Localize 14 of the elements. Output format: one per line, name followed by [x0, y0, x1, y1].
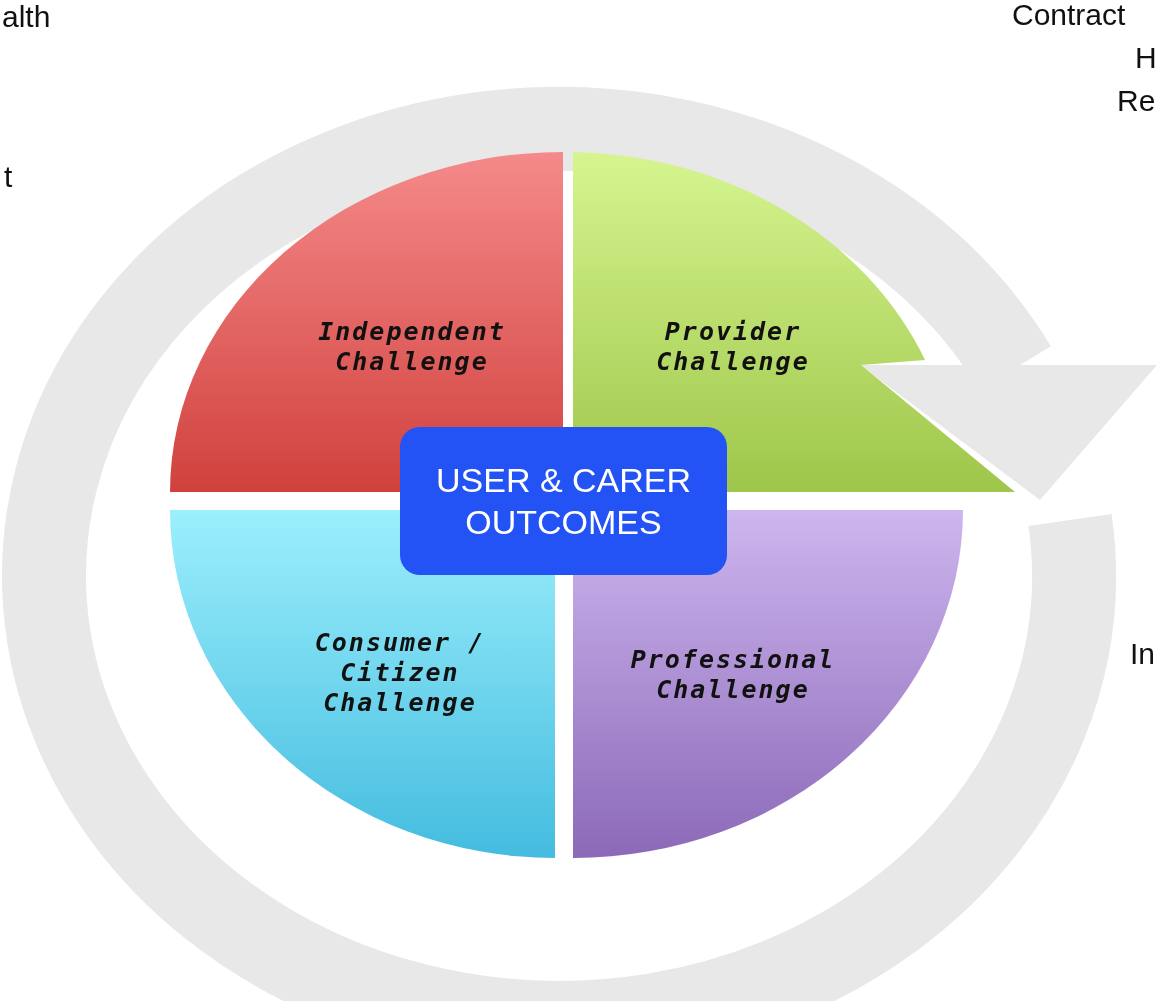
- outcome-box: [400, 427, 727, 575]
- cut-off-label: alth: [2, 0, 51, 34]
- outcome-label: USER & CARER OUTCOMES: [434, 460, 693, 543]
- segment-label: Consumer / Citizen Challenge: [313, 628, 487, 718]
- quadrant-segment: [170, 152, 563, 492]
- quadrant-segment: [573, 152, 1015, 492]
- segment-label: Independent Challenge: [317, 317, 507, 377]
- segment-label: Provider Challenge: [655, 317, 811, 377]
- cut-off-label: In: [1130, 637, 1156, 671]
- cut-off-label: H: [1135, 41, 1157, 75]
- cut-off-label: t: [4, 160, 13, 194]
- cut-off-label: Contract: [1012, 0, 1126, 32]
- cut-off-label: Re: [1117, 84, 1156, 118]
- segment-label: Professional Challenge: [629, 645, 837, 705]
